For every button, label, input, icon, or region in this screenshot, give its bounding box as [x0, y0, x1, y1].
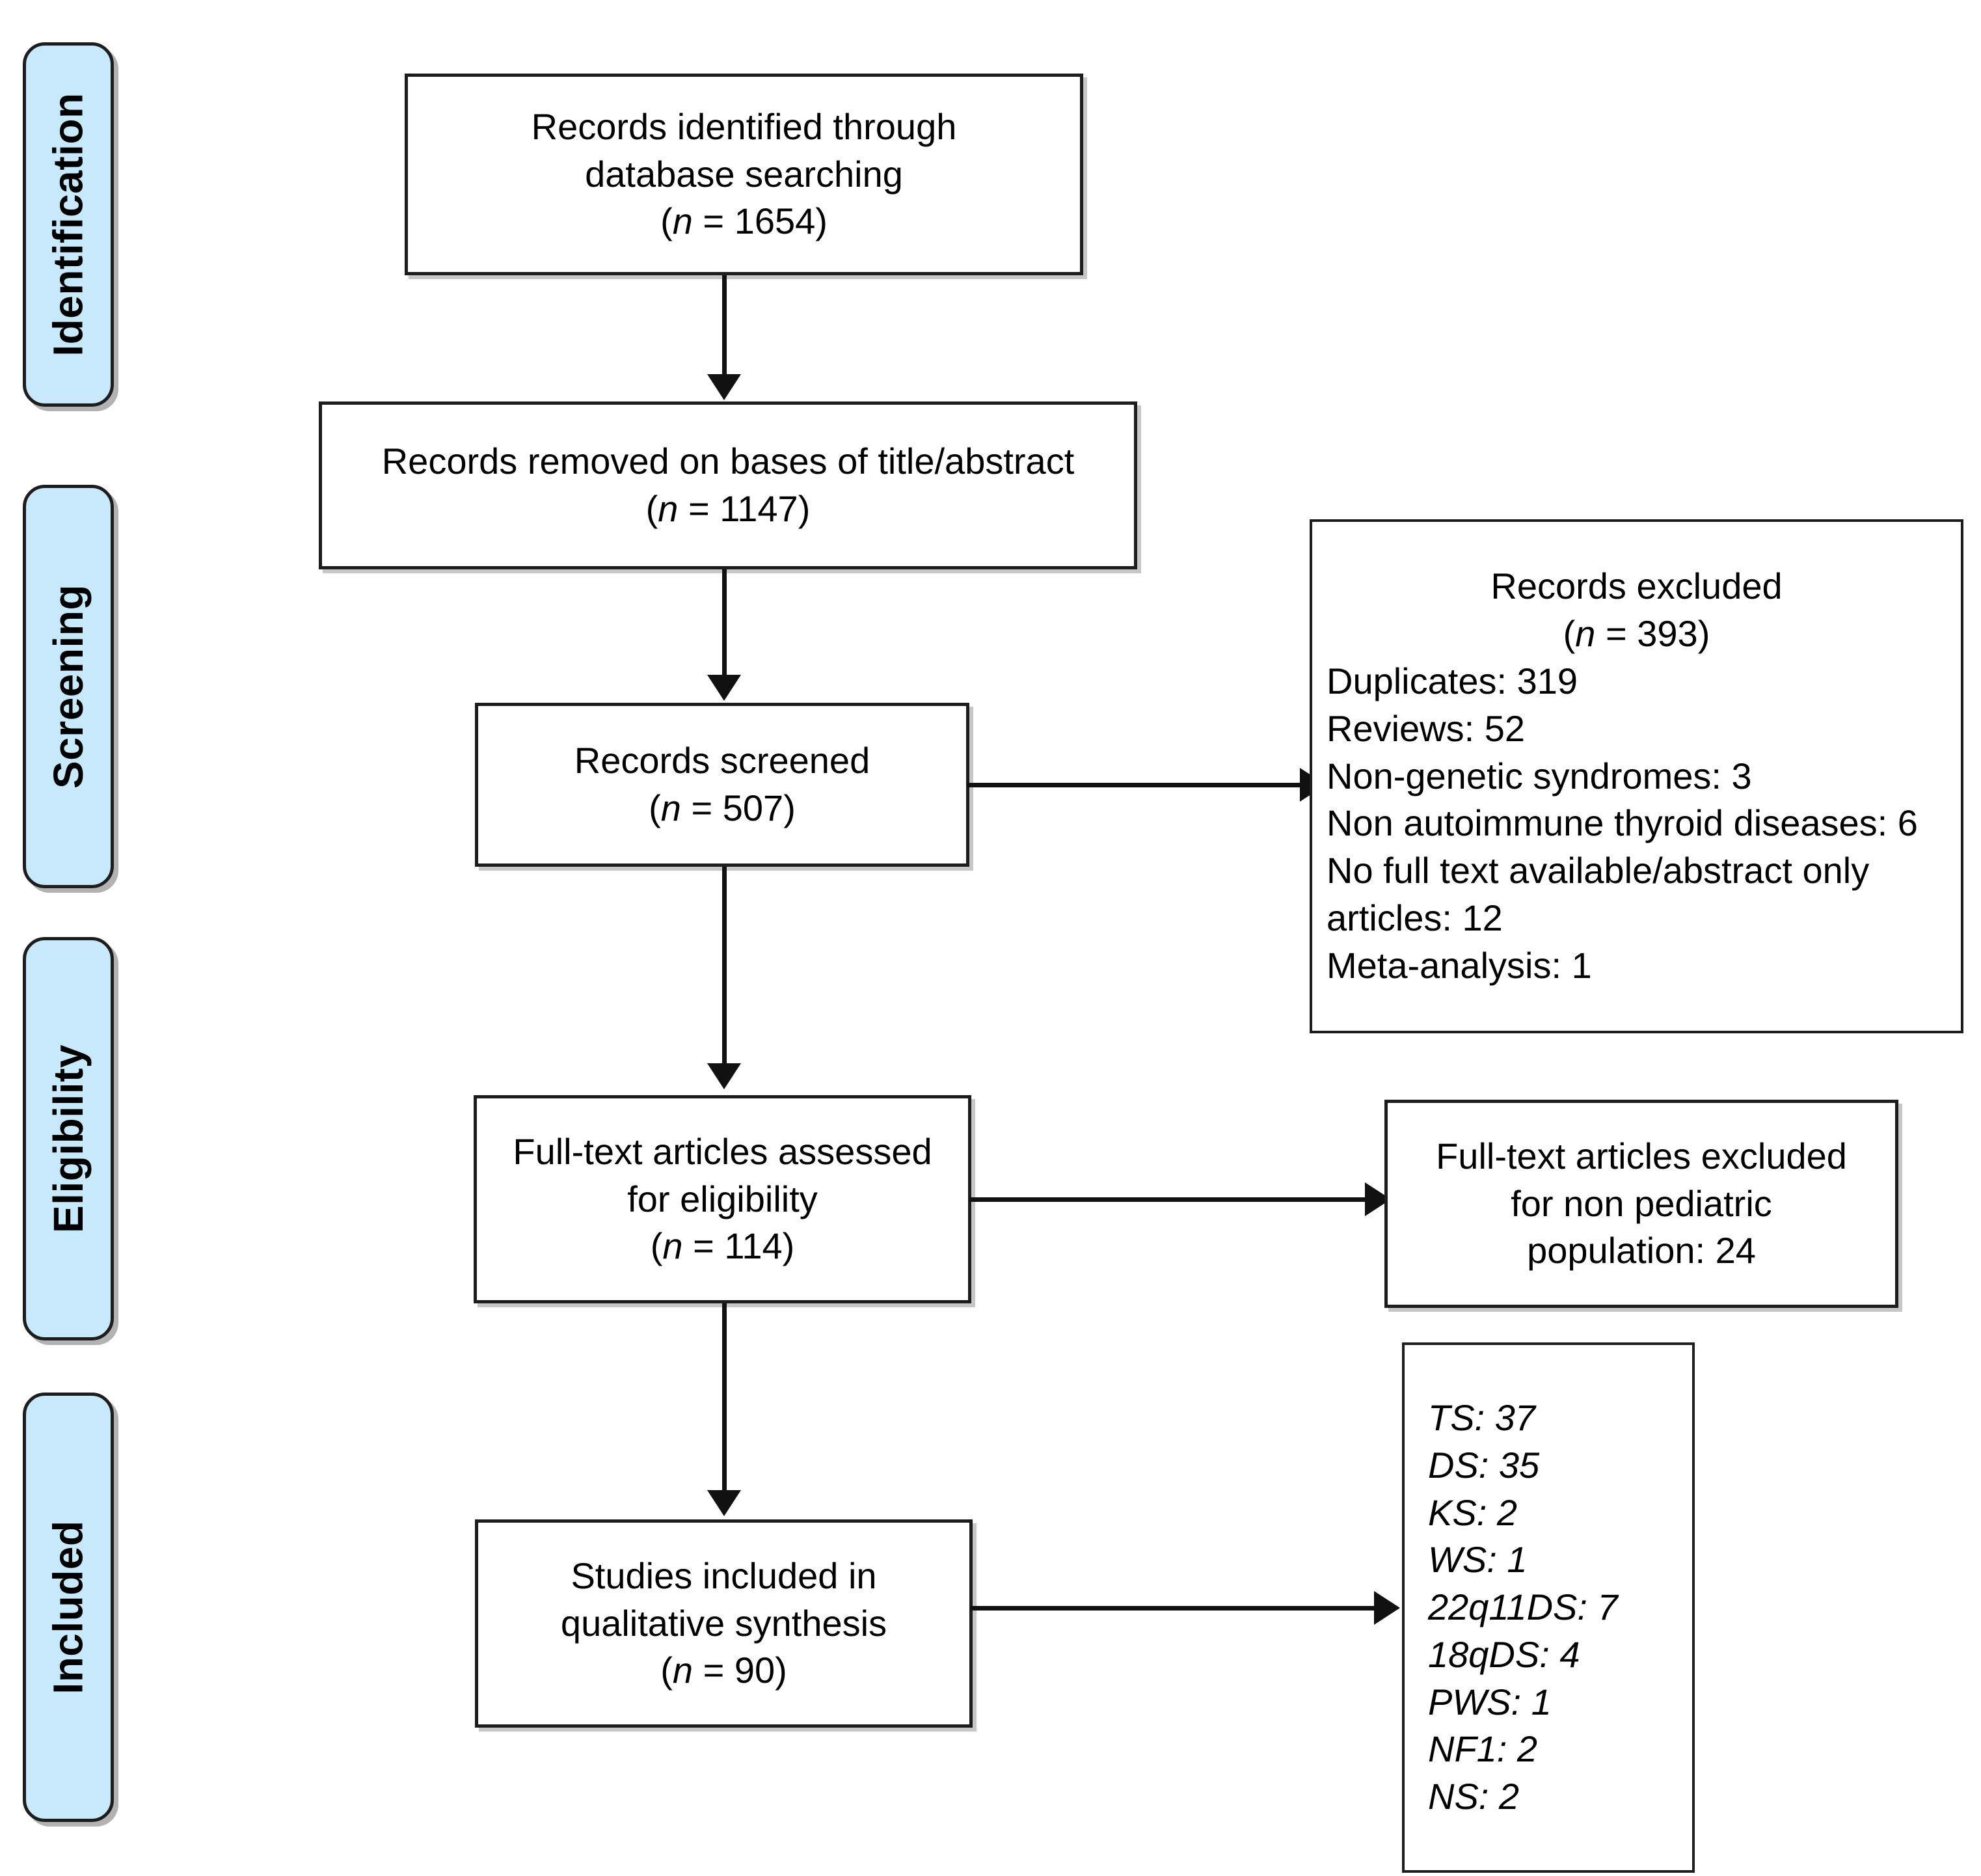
studies-included-line2: qualitative synthesis [560, 1602, 887, 1644]
records-removed-n-value: 1147 [720, 488, 798, 529]
box-studies-included: Studies included in qualitative synthesi… [475, 1519, 973, 1728]
box-syndrome-breakdown-content: TS: 37 DS: 35 KS: 2 WS: 1 22q11DS: 7 18q… [1405, 1394, 1692, 1821]
stage-label-identification-text: Identification [45, 92, 92, 357]
records-excluded-n-value: 393 [1637, 613, 1698, 655]
syndrome-item-ts: TS: 37 [1428, 1396, 1535, 1438]
arrowhead-removed-to-screened [707, 675, 741, 701]
studies-included-count: (n = 90) [660, 1650, 787, 1691]
arrowhead-identified-to-removed [707, 374, 741, 400]
box-records-screened-content: Records screened (n = 507) [478, 737, 966, 832]
syndrome-item-pws: PWS: 1 [1428, 1681, 1552, 1722]
fulltext-excluded-line3: population: 24 [1527, 1230, 1756, 1271]
stage-label-included: Included [23, 1393, 114, 1822]
records-excluded-reason-6: articles: 12 [1327, 897, 1503, 938]
fulltext-excluded-line1: Full-text articles excluded [1436, 1135, 1847, 1176]
records-screened-n-value: 507 [722, 787, 784, 828]
box-records-identified-content: Records identified through database sear… [408, 103, 1080, 245]
stage-label-eligibility: Eligibility [23, 937, 114, 1340]
studies-included-n-symbol: n [672, 1650, 694, 1691]
records-screened-line1: Records screened [574, 740, 870, 782]
records-identified-n-symbol: n [672, 200, 693, 242]
stage-label-included-text: Included [45, 1520, 92, 1694]
syndrome-item-18qds: 18qDS: 4 [1428, 1633, 1580, 1675]
records-removed-line1: Records removed on bases of title/abstra… [381, 441, 1075, 482]
stage-label-screening: Screening [23, 485, 114, 888]
connector-screened-to-excluded [967, 783, 1309, 787]
records-identified-line1: Records identified through [531, 105, 957, 147]
box-fulltext-excluded-content: Full-text articles excluded for non pedi… [1388, 1133, 1895, 1275]
fulltext-assessed-line1: Full-text articles assessed [513, 1130, 932, 1172]
syndrome-item-nf1: NF1: 2 [1428, 1728, 1538, 1770]
box-records-removed-content: Records removed on bases of title/abstra… [322, 438, 1134, 533]
records-identified-count: (n = 1654) [660, 200, 828, 242]
records-excluded-count: (n = 393) [1563, 613, 1710, 655]
records-identified-n-value: 1654 [734, 200, 816, 242]
box-fulltext-excluded: Full-text articles excluded for non pedi… [1384, 1100, 1898, 1308]
fulltext-assessed-n-value: 114 [724, 1225, 783, 1267]
connector-removed-to-screened [722, 569, 727, 677]
connector-identified-to-removed [722, 275, 727, 376]
stage-label-eligibility-text: Eligibility [45, 1044, 92, 1233]
syndrome-item-ks: KS: 2 [1428, 1491, 1517, 1533]
arrowhead-included-to-syndromes [1374, 1591, 1400, 1625]
records-excluded-reason-5: No full text available/abstract only [1327, 850, 1870, 891]
records-excluded-n-symbol: n [1575, 613, 1596, 655]
stage-label-screening-text: Screening [45, 584, 92, 789]
records-screened-count: (n = 507) [649, 787, 796, 828]
connector-screened-to-fulltext [722, 867, 727, 1065]
studies-included-n-value: 90 [734, 1650, 775, 1691]
records-excluded-reason-7: Meta-analysis: 1 [1327, 944, 1592, 986]
fulltext-excluded-line2: for non pediatric [1511, 1182, 1772, 1224]
fulltext-assessed-n-symbol: n [662, 1225, 683, 1267]
connector-included-to-syndromes [971, 1606, 1381, 1611]
records-excluded-reason-3: Non-genetic syndromes: 3 [1327, 755, 1752, 796]
records-removed-count: (n = 1147) [645, 488, 811, 529]
box-records-removed: Records removed on bases of title/abstra… [319, 401, 1137, 569]
records-excluded-title: Records excluded [1490, 565, 1783, 607]
stage-label-identification: Identification [23, 42, 114, 407]
box-records-identified: Records identified through database sear… [405, 74, 1083, 275]
box-records-excluded: Records excluded (n = 393) Duplicates: 3… [1310, 519, 1963, 1033]
records-excluded-reason-4: Non autoimmune thyroid diseases: 6 [1327, 802, 1918, 844]
box-studies-included-content: Studies included in qualitative synthesi… [478, 1553, 969, 1694]
box-syndrome-breakdown: TS: 37 DS: 35 KS: 2 WS: 1 22q11DS: 7 18q… [1402, 1342, 1695, 1873]
syndrome-item-22q11ds: 22q11DS: 7 [1428, 1586, 1618, 1628]
arrowhead-screened-to-fulltext [707, 1063, 741, 1089]
syndrome-item-ds: DS: 35 [1428, 1444, 1540, 1486]
syndrome-item-ns: NS: 2 [1428, 1776, 1520, 1817]
records-excluded-reason-2: Reviews: 52 [1327, 707, 1526, 749]
connector-fulltext-to-excluded [969, 1197, 1373, 1202]
records-identified-line2: database searching [585, 153, 903, 195]
arrowhead-fulltext-to-included [707, 1490, 741, 1516]
fulltext-assessed-line2: for eligibility [627, 1178, 818, 1219]
box-records-screened: Records screened (n = 507) [475, 703, 969, 867]
studies-included-line1: Studies included in [571, 1555, 877, 1596]
connector-fulltext-to-included [722, 1303, 727, 1492]
fulltext-assessed-count: (n = 114) [650, 1225, 795, 1267]
box-fulltext-assessed-content: Full-text articles assessed for eligibil… [477, 1128, 968, 1270]
box-records-excluded-content: Records excluded (n = 393) Duplicates: 3… [1312, 563, 1961, 989]
syndrome-item-ws: WS: 1 [1428, 1539, 1528, 1581]
records-excluded-reason-1: Duplicates: 319 [1327, 660, 1578, 701]
records-screened-n-symbol: n [660, 787, 681, 828]
box-fulltext-assessed: Full-text articles assessed for eligibil… [474, 1095, 971, 1303]
records-removed-n-symbol: n [658, 488, 679, 529]
